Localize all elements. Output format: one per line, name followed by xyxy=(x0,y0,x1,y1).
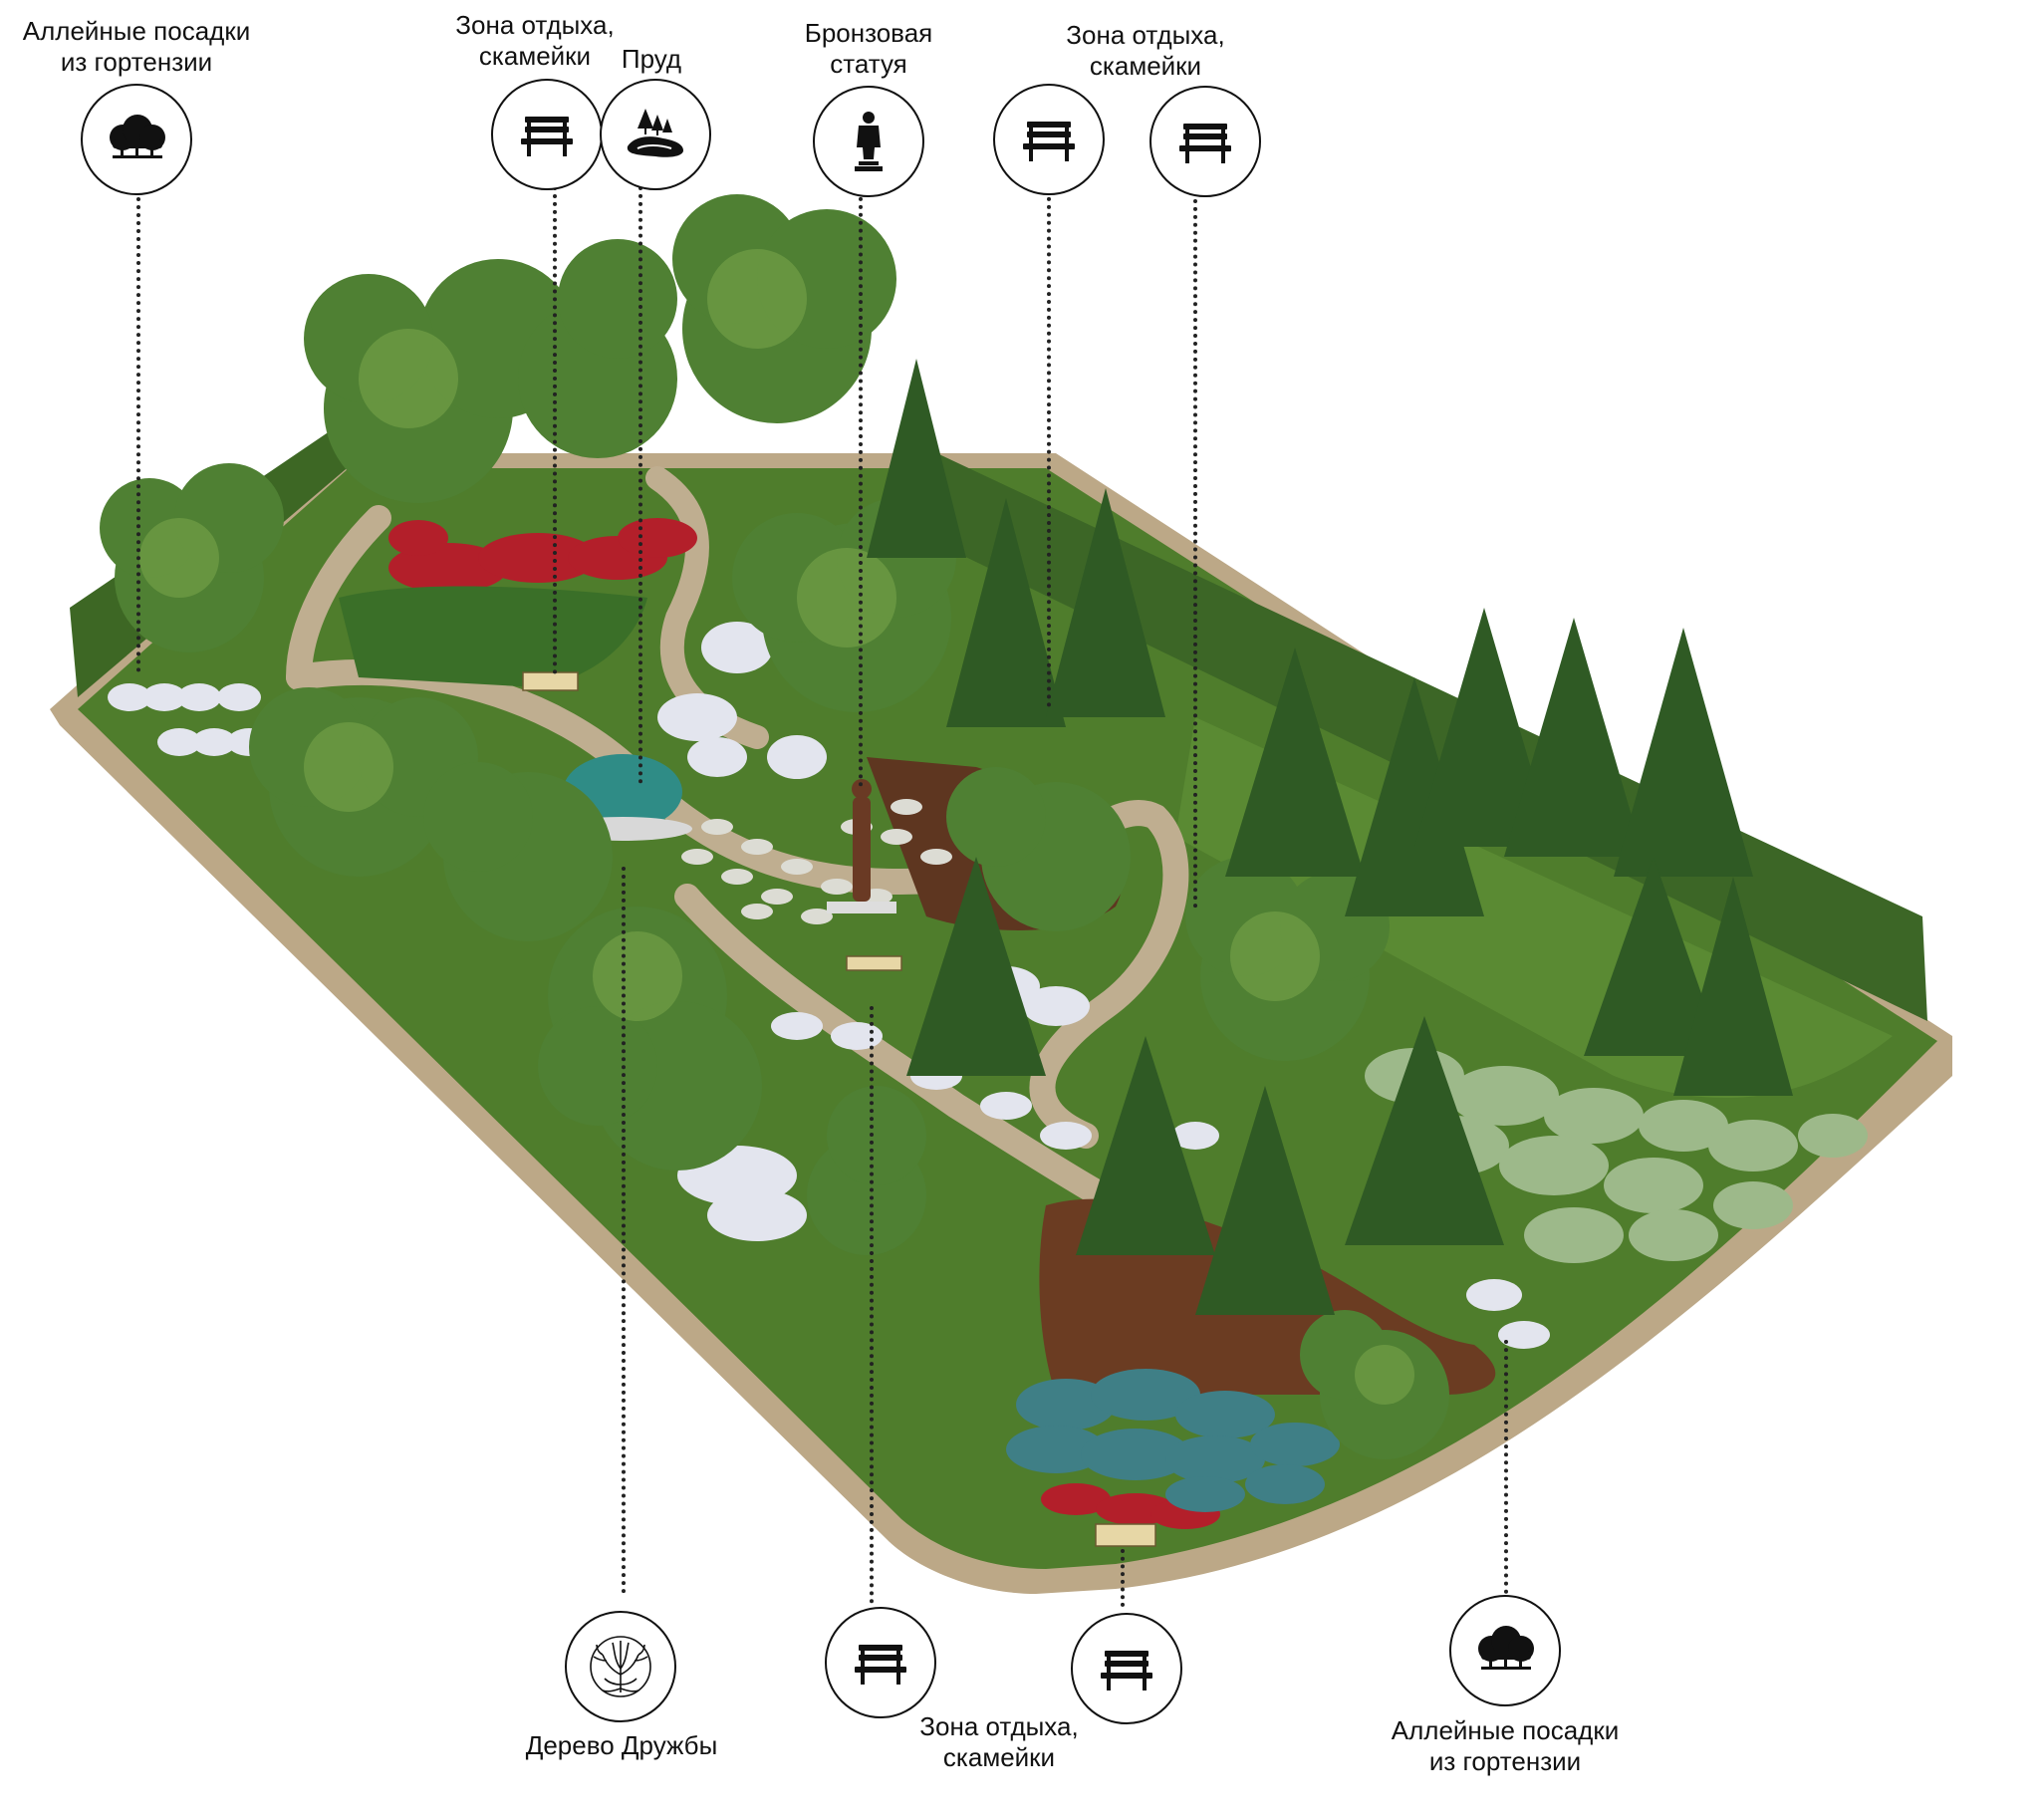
bench-icon xyxy=(1149,86,1261,197)
label-line: Бронзовая xyxy=(804,18,933,48)
leader-line xyxy=(553,186,557,674)
callout-label-hydrangea-alley-bottom: Аллейные посадки из гортензии xyxy=(1392,1715,1619,1777)
pond-icon xyxy=(600,79,711,190)
label-line: Зона отдыха, xyxy=(919,1711,1079,1741)
label-line: скамейки xyxy=(478,41,592,71)
deciduous-trees xyxy=(100,194,1449,1459)
label-line: Аллейные посадки xyxy=(22,16,251,46)
leader-line xyxy=(638,186,642,784)
leader-line xyxy=(1504,1340,1508,1594)
callout-label-rest-zone-top-left: Зона отдыха, скамейки xyxy=(455,10,614,72)
bench xyxy=(522,671,1156,1547)
label-line: статуя xyxy=(830,49,907,79)
leader-line xyxy=(136,189,140,672)
bench-icon xyxy=(825,1607,936,1718)
statue-pedestal xyxy=(827,902,896,913)
bench-icon xyxy=(1071,1613,1182,1724)
label-line: Пруд xyxy=(621,44,682,74)
callout-label-bronze-statue: Бронзовая статуя xyxy=(805,18,933,80)
leader-line xyxy=(1047,189,1051,707)
red-flower-bed xyxy=(388,518,1220,1529)
leader-line xyxy=(1121,1549,1125,1607)
conifer-trees xyxy=(867,359,1793,1315)
tree-grove-icon xyxy=(1449,1595,1561,1706)
shrub-bed xyxy=(339,586,647,687)
statue-figure xyxy=(853,797,871,902)
label-line: Зона отдыха, xyxy=(455,10,615,40)
label-line: из гортензии xyxy=(1428,1746,1582,1776)
callout-label-pond: Пруд xyxy=(622,44,681,75)
bench-icon xyxy=(491,79,603,190)
label-line: скамейки xyxy=(1089,51,1202,81)
leader-line xyxy=(859,189,863,787)
callout-label-friendship-tree: Дерево Дружбы xyxy=(526,1730,718,1761)
statue-icon xyxy=(813,86,924,197)
stepping-stones xyxy=(681,799,952,924)
label-line: скамейки xyxy=(942,1742,1056,1772)
leader-line xyxy=(870,1006,874,1604)
label-line: Аллейные посадки xyxy=(1391,1715,1620,1745)
tree-of-life-icon xyxy=(565,1611,676,1722)
tree-grove-icon xyxy=(81,84,192,195)
callout-label-hydrangea-alley-top: Аллейные посадки из гортензии xyxy=(23,16,250,78)
leader-line xyxy=(1193,191,1197,909)
label-line: Зона отдыха, xyxy=(1066,20,1225,50)
label-line: из гортензии xyxy=(60,47,213,77)
callout-label-rest-zone-top-right: Зона отдыха, скамейки xyxy=(1066,20,1224,82)
statue-head xyxy=(852,779,872,799)
bench-icon xyxy=(993,84,1105,195)
leader-line xyxy=(622,867,626,1594)
internal-path xyxy=(286,505,391,690)
blue-hydrangea-bed xyxy=(1006,1369,1340,1512)
callout-label-rest-zone-bottom: Зона отдыха, скамейки xyxy=(919,1711,1078,1773)
label-line: Дерево Дружбы xyxy=(525,1730,718,1760)
